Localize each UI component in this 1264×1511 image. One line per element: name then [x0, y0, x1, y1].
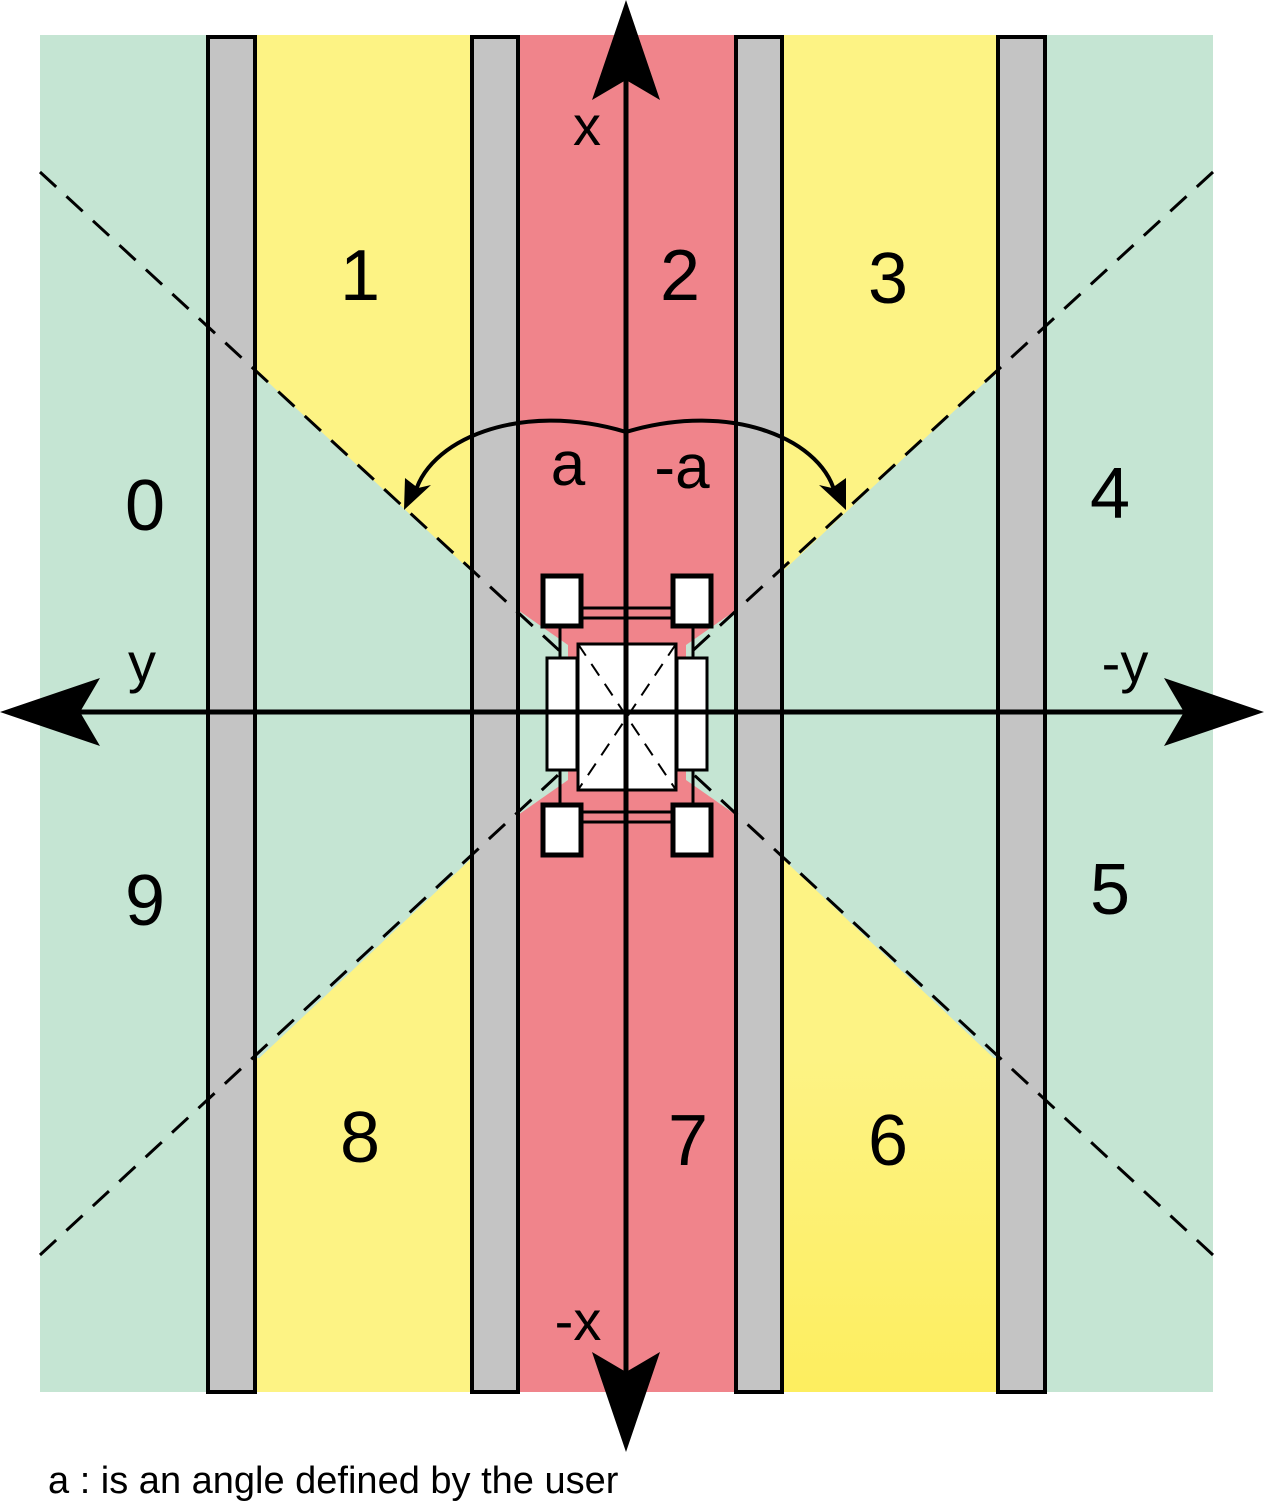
robot-wheel-rear-left	[540, 802, 584, 858]
dashed-line-top-right	[624, 170, 1215, 714]
x-axis-arrowhead-down	[592, 1352, 660, 1452]
yellow-lane-left-bottom	[255, 1058, 472, 1392]
y-axis-arrowhead-left	[0, 678, 100, 746]
zone-1-label: 1	[340, 236, 380, 316]
zone-4-label: 4	[1090, 454, 1130, 534]
robot-wheel-rear-right	[670, 802, 714, 858]
yellow-lane-left-top	[255, 35, 472, 375]
x-axis-arrowhead-up	[592, 0, 660, 100]
neg-x-axis-label: -x	[555, 1289, 602, 1352]
zone-9-label: 9	[125, 861, 165, 941]
y-axis-arrowhead-right	[1164, 678, 1264, 746]
yellow-lane-right-top	[782, 35, 998, 375]
dashed-line-top-left	[38, 170, 628, 714]
angle-arrowhead-left	[404, 478, 431, 510]
yellow-wedge-right-bottom	[782, 858, 998, 1062]
neg-y-axis-label: -y	[1102, 631, 1149, 694]
angle-arc-left	[412, 418, 627, 499]
angle-neg-a-label: -a	[654, 433, 710, 502]
zone-8-label: 8	[340, 1098, 380, 1178]
zone-6-label: 6	[868, 1101, 908, 1181]
yellow-lane-right-bottom	[782, 1058, 998, 1392]
zone-3-label: 3	[868, 239, 908, 319]
zone-2-label: 2	[660, 236, 700, 316]
y-axis-label: y	[128, 631, 156, 694]
robot	[540, 573, 714, 858]
zone-0-label: 0	[125, 466, 165, 546]
angle-arrowhead-right	[819, 478, 846, 510]
robot-wheel-front-right	[670, 573, 714, 629]
angle-arc-right	[625, 418, 838, 499]
x-axis-label: x	[573, 94, 601, 157]
zone-5-label: 5	[1090, 850, 1130, 930]
yellow-wedge-left-bottom	[255, 858, 472, 1062]
angle-a-label: a	[551, 430, 586, 499]
zone-7-label: 7	[668, 1101, 708, 1181]
dashed-line-bottom-right	[624, 710, 1215, 1257]
caption: a : is an angle defined by the user	[48, 1460, 619, 1502]
robot-wheel-front-left	[540, 573, 584, 629]
dashed-line-bottom-left	[38, 710, 628, 1257]
